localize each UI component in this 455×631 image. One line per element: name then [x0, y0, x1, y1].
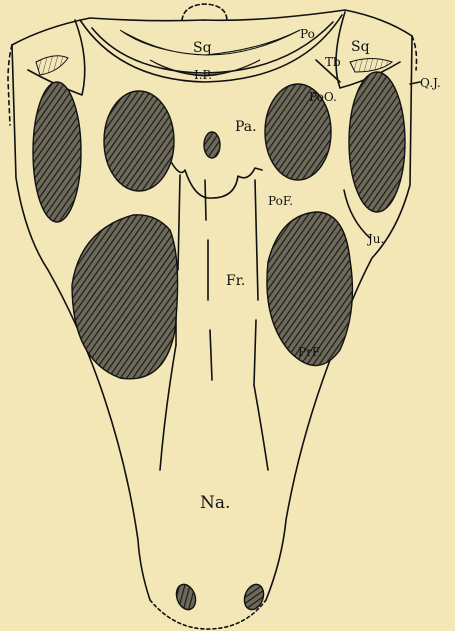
pineal-foramen [204, 132, 220, 158]
left-dashed-margin [8, 45, 12, 125]
supratemporal-fenestra-left [104, 91, 174, 191]
label-ju: Ju. [366, 232, 384, 246]
frontal-suture-right [254, 180, 258, 385]
label-pof: PoF. [268, 194, 293, 208]
label-sq-center: Sq [193, 40, 212, 56]
label-na: Na. [200, 493, 230, 513]
orbit-right [267, 212, 353, 366]
label-prf: PrF. [298, 345, 322, 359]
label-po: Po [300, 27, 315, 41]
naris-left [173, 582, 199, 613]
lateral-fenestra-right [349, 72, 405, 212]
nasal-right [254, 385, 268, 470]
label-qj: Q.J. [420, 76, 441, 90]
label-tb: Tb [325, 55, 341, 69]
label-pa: Pa. [235, 119, 257, 135]
naris-right [241, 582, 267, 613]
label-ip: I.P. [194, 68, 212, 82]
posterior-ridge-inner [92, 22, 333, 73]
occipital-knob [182, 4, 227, 20]
label-fr: Fr. [226, 273, 245, 289]
lateral-fenestra-left [33, 82, 81, 222]
midline-suture [205, 180, 212, 380]
cross-suture [170, 160, 262, 198]
sq-left-hatch [36, 56, 68, 75]
label-sq-right: Sq [351, 39, 370, 55]
label-poo: PoO. [309, 90, 337, 104]
